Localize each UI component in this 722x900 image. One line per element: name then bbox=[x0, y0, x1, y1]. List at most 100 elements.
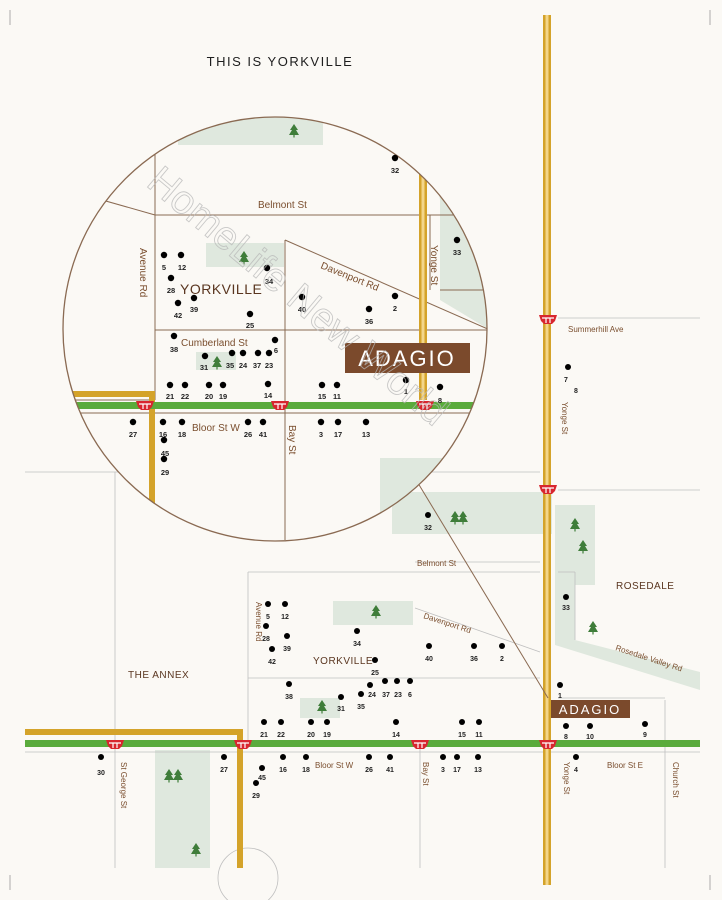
street-label-yonge: Yonge St bbox=[562, 762, 571, 795]
poi-number: 11 bbox=[475, 732, 483, 739]
poi-number: 19 bbox=[219, 392, 227, 401]
main-pois: 30 27 45 29 16 18 26 41 3 17 13 4 21 22 … bbox=[97, 364, 648, 800]
poi-marker: 13 bbox=[474, 754, 482, 774]
summerhill-station-icon bbox=[538, 314, 558, 325]
poi-number: 13 bbox=[362, 430, 370, 439]
inset-street-bloor-w: Bloor St W bbox=[192, 423, 240, 434]
poi-number: 32 bbox=[424, 525, 432, 532]
poi-number: 33 bbox=[453, 248, 461, 257]
poi-number: 28 bbox=[262, 636, 270, 643]
poi-marker: 5 bbox=[160, 251, 168, 272]
poi-marker: 22 bbox=[181, 381, 189, 401]
poi-number: 41 bbox=[386, 767, 394, 774]
poi-marker: 42 bbox=[268, 646, 276, 666]
poi-number: 21 bbox=[166, 392, 174, 401]
neighbourhood-rosedale: ROSEDALE bbox=[616, 581, 674, 592]
poi-number: 26 bbox=[365, 767, 373, 774]
poi-number: 15 bbox=[458, 732, 466, 739]
poi-number: 40 bbox=[425, 656, 433, 663]
poi-marker: 28 bbox=[167, 274, 175, 295]
poi-number: 6 bbox=[274, 346, 278, 355]
poi-marker: 40 bbox=[425, 643, 433, 663]
crop-marks bbox=[9, 10, 711, 890]
poi-marker: 8 bbox=[563, 723, 569, 741]
poi-number: 6 bbox=[408, 692, 412, 699]
poi-number: 2 bbox=[393, 304, 397, 313]
poi-marker: 27 bbox=[220, 754, 228, 774]
inset-street-avenue: Avenue Rd bbox=[137, 248, 148, 297]
poi-marker: 36 bbox=[470, 643, 478, 663]
poi-marker: 35 bbox=[226, 349, 236, 370]
poi-number: 17 bbox=[334, 430, 342, 439]
street-label-bloor-w: Bloor St W bbox=[315, 761, 354, 770]
poi-marker: 11 bbox=[333, 381, 341, 401]
poi-marker: 24 bbox=[367, 682, 376, 699]
poi-number: 16 bbox=[279, 767, 287, 774]
poi-number: 22 bbox=[277, 732, 285, 739]
poi-number: 36 bbox=[470, 656, 478, 663]
poi-marker: 40 bbox=[298, 293, 306, 314]
street-label-bloor-e: Bloor St E bbox=[607, 761, 643, 770]
poi-marker: 29 bbox=[252, 780, 260, 800]
poi-marker: 8 bbox=[574, 388, 578, 395]
inset-street-bay: Bay St bbox=[286, 425, 297, 455]
poi-number: 24 bbox=[368, 692, 376, 699]
museum-station-icon bbox=[233, 739, 253, 750]
poi-number: 2 bbox=[500, 656, 504, 663]
poi-marker: 16 bbox=[279, 754, 287, 774]
poi-marker: 5 bbox=[265, 601, 271, 621]
poi-marker: 6 bbox=[271, 336, 279, 355]
poi-marker: 12 bbox=[177, 251, 186, 272]
inset-street-cumberland: Cumberland St bbox=[181, 338, 248, 349]
poi-number: 36 bbox=[365, 317, 373, 326]
poi-number: 35 bbox=[226, 361, 234, 370]
poi-marker: 39 bbox=[190, 294, 198, 314]
poi-marker: 28 bbox=[262, 623, 270, 643]
poi-marker: 45 bbox=[160, 436, 169, 458]
poi-marker: 21 bbox=[260, 719, 268, 739]
inset-adagio-label-box bbox=[345, 343, 470, 373]
poi-marker: 41 bbox=[386, 754, 394, 774]
poi-marker: 7 bbox=[564, 364, 571, 384]
poi-marker: 32 bbox=[391, 154, 399, 175]
poi-marker: 18 bbox=[178, 418, 186, 439]
poi-number: 17 bbox=[453, 767, 461, 774]
poi-marker: 26 bbox=[365, 754, 373, 774]
poi-number: 38 bbox=[170, 345, 178, 354]
poi-marker: 10 bbox=[586, 723, 594, 741]
poi-number: 39 bbox=[190, 305, 198, 314]
st-george-station-icon bbox=[105, 739, 125, 750]
poi-marker: 18 bbox=[302, 754, 310, 774]
poi-marker: 38 bbox=[170, 332, 178, 354]
poi-marker: 14 bbox=[392, 719, 400, 739]
poi-marker: 15 bbox=[458, 719, 466, 739]
poi-number: 24 bbox=[239, 361, 248, 370]
street-label-davenport: Davenport Rd bbox=[422, 611, 472, 635]
inset-street-belmont: Belmont St bbox=[258, 200, 307, 211]
poi-number: 45 bbox=[258, 775, 266, 782]
poi-marker: 34 bbox=[263, 264, 274, 286]
poi-number: 21 bbox=[260, 732, 268, 739]
poi-marker: 4 bbox=[573, 754, 579, 774]
poi-number: 25 bbox=[371, 670, 379, 677]
poi-number: 27 bbox=[220, 767, 228, 774]
poi-marker: 16 bbox=[159, 418, 167, 439]
poi-marker: 35 bbox=[357, 691, 365, 711]
street-label-avenue: Avenue Rd bbox=[254, 602, 263, 641]
inset-street-yonge: Yonge St bbox=[428, 245, 439, 285]
poi-number: 31 bbox=[337, 706, 345, 713]
poi-marker: 36 bbox=[365, 305, 373, 326]
poi-marker: 25 bbox=[371, 657, 379, 677]
poi-number: 30 bbox=[97, 770, 105, 777]
adagio-label-box bbox=[551, 700, 630, 718]
poi-marker: 15 bbox=[318, 381, 326, 401]
poi-number: 4 bbox=[574, 767, 578, 774]
adagio-brand-label: ADAGIO bbox=[559, 702, 622, 717]
poi-number: 20 bbox=[307, 732, 315, 739]
street-label-st-george: St George St bbox=[119, 762, 128, 809]
poi-marker: 3 bbox=[317, 418, 325, 439]
poi-marker: 23 bbox=[265, 349, 273, 370]
poi-marker: 26 bbox=[244, 418, 252, 439]
poi-number: 5 bbox=[162, 263, 166, 272]
poi-marker: 1 bbox=[402, 376, 410, 396]
